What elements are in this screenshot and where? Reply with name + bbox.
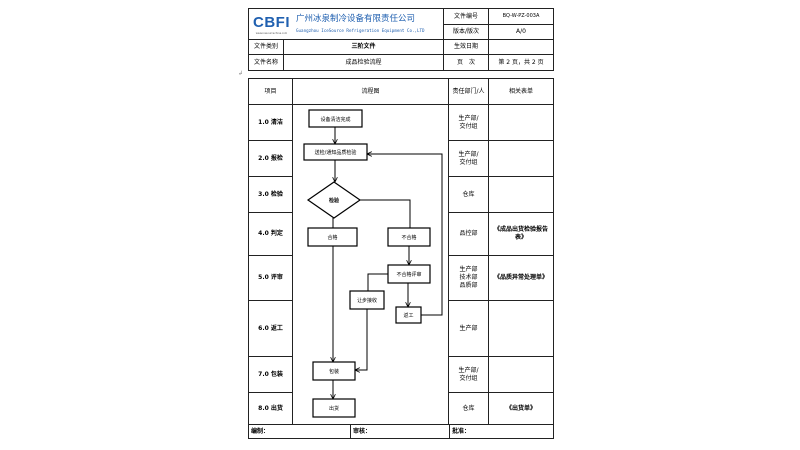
flow-label-pass: 合格 — [327, 234, 337, 241]
company-name-cn: 广州冰泉制冷设备有限责任公司 — [296, 14, 416, 25]
company-logo: CBFI — [253, 13, 290, 31]
flow-box-clean-done — [308, 109, 363, 128]
logo-url: www.icesourcechina.com — [255, 32, 288, 36]
flow-box-concession — [349, 290, 385, 310]
row-dept: 生产部 技术部 品质部 — [448, 255, 489, 301]
table-row: 7.0 包装 生产部/ 交付组 — [248, 356, 554, 393]
company-logo-cell: CBFI www.icesourcechina.com 广州冰泉制冷设备有限责任… — [248, 8, 444, 40]
approved-by: 批准： — [449, 424, 554, 439]
flow-label-fail: 不合格 — [401, 234, 416, 241]
row-item: 8.0 出货 — [248, 392, 293, 425]
flow-label-ship: 出货 — [329, 405, 339, 412]
row-dept: 生产部 — [448, 300, 489, 357]
row-form: 《成品出货检验报告表》 — [488, 212, 554, 256]
paragraph-mark: ↲ — [238, 70, 244, 77]
table-row: 5.0 评审 生产部 技术部 品质部《品质异常处理单》 — [248, 255, 554, 301]
row-item: 2.0 报检 — [248, 140, 293, 177]
row-form — [488, 104, 554, 141]
flow-label-inspect-request: 送检/通知品质检验 — [315, 149, 357, 156]
row-form — [488, 300, 554, 357]
flow-box-inspect-request — [303, 143, 368, 161]
flow-label-concession: 让步接收 — [357, 297, 377, 304]
flow-box-pass — [307, 227, 358, 247]
row-dept: 生产部/ 交付组 — [448, 356, 489, 393]
row-dept: 品控部 — [448, 212, 489, 256]
arrow-concession-to-pack — [356, 309, 368, 370]
row-item: 1.0 清洁 — [248, 104, 293, 141]
row-form — [488, 140, 554, 177]
flow-label-inspect: 检验 — [329, 197, 339, 204]
table-row: 6.0 返工 生产部 — [248, 300, 554, 357]
row-item: 3.0 检验 — [248, 176, 293, 213]
flow-label-clean-done: 设备清洁完成 — [320, 116, 350, 123]
row-dept: 生产部/ 交付组 — [448, 104, 489, 141]
row-form: 《品质异常处理单》 — [488, 255, 554, 301]
line-review-to-concession — [367, 273, 388, 291]
table-row: 8.0 出货仓库《出货单》 — [248, 392, 554, 425]
page-label: 页 次 — [443, 54, 489, 71]
row-form: 《出货单》 — [488, 392, 554, 425]
flow-box-pack — [312, 361, 356, 381]
flow-box-fail-review — [387, 264, 431, 284]
flow-diamond-inspect — [306, 181, 362, 219]
line-inspect-to-fail — [360, 199, 411, 228]
row-item: 7.0 包装 — [248, 356, 293, 393]
prepared-by: 编制： — [248, 424, 351, 439]
row-item: 5.0 评审 — [248, 255, 293, 301]
arrow-rework-loop — [368, 154, 443, 316]
row-form — [488, 176, 554, 213]
header-form: 相关表单 — [488, 78, 554, 105]
flow-label-pack: 包装 — [329, 368, 339, 375]
table-row: 4.0 判定品控部《成品出货检验报告表》 — [248, 212, 554, 256]
row-item: 6.0 返工 — [248, 300, 293, 357]
flow-box-ship — [312, 398, 356, 418]
flow-label-fail-review: 不合格评审 — [396, 271, 421, 278]
document-header-table: CBFI www.icesourcechina.com 广州冰泉制冷设备有限责任… — [248, 8, 554, 71]
signature-footer: 编制： 审核： 批准： — [248, 424, 554, 439]
flow-label-rework: 返工 — [403, 312, 413, 319]
header-dept: 责任部门/人 — [448, 78, 489, 105]
page-value: 第 2 页，共 2 页 — [488, 54, 554, 71]
name-value: 成品检验流程 — [283, 54, 444, 71]
company-name-en: Guangzhou IceSource Refrigeration Equipm… — [296, 28, 425, 34]
flow-box-fail — [387, 227, 431, 247]
table-row: 2.0 报检生产部/ 交付组 — [248, 140, 554, 177]
flow-box-rework — [395, 306, 422, 324]
